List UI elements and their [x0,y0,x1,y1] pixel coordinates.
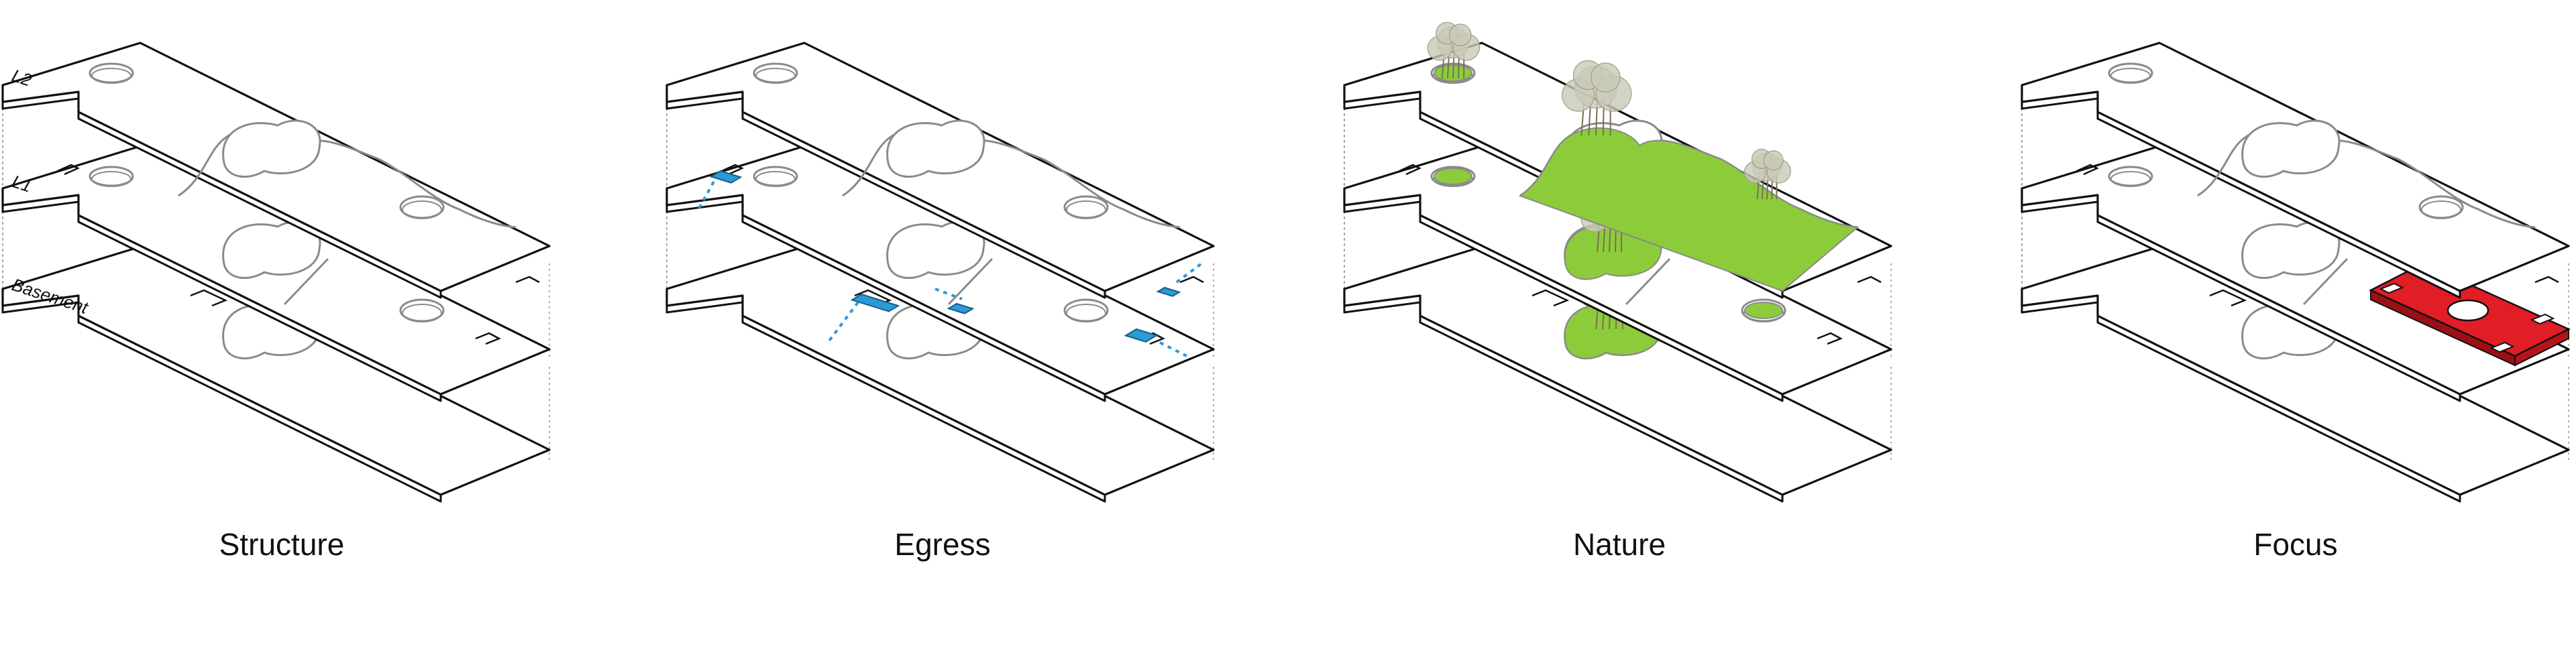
floor-opening-rim [2110,68,2151,84]
partition-line [1625,257,1671,306]
l1-slab [665,145,1215,402]
core-notch [721,164,744,176]
egress-exit-marker [1156,286,1181,297]
roof-tree [1427,21,1481,79]
egress-exit-marker [709,170,743,184]
caption-focus: Focus [2253,527,2338,562]
floor-opening-rim [755,171,796,187]
courtyard-opening [222,119,321,178]
core-notch [1857,276,1882,284]
stair-opening [89,62,134,84]
partition-line [283,257,329,306]
l1-slab [2021,145,2570,402]
stair-opening [89,166,134,187]
core-notch [1532,289,1570,307]
caption-structure: Structure [219,527,345,562]
focus-core-notch [2379,282,2404,294]
egress-path-line [696,181,715,213]
l2-slab [2021,42,2570,299]
floor-opening-rim [755,68,796,84]
roof-garden [1518,127,1860,292]
stair-opening [2108,62,2153,84]
floor-opening-rim [1066,304,1106,322]
l1-stair-planting [1434,168,1472,185]
stair-opening [753,62,798,84]
focus-core-notch [2489,341,2515,353]
stair-opening [753,166,798,187]
egress-exit-marker [850,293,900,312]
core-notch [57,164,80,176]
basement-slab [1,245,551,503]
floor-opening-rim [91,68,131,84]
core-notch [2076,164,2099,176]
l2-slab [665,42,1215,299]
core-notch [190,289,228,307]
l2-slab [1,42,551,299]
core-notch [1179,276,1204,284]
core-notch [2209,289,2247,307]
egress-diagram: Egress [664,0,1308,661]
courtyard-edge [2197,127,2536,229]
tree-canopy [1449,23,1472,47]
roof-tree-cluster [1562,60,1632,136]
caption-egress: Egress [894,527,991,562]
tree-canopy [1763,150,1784,171]
courtyard-opening [222,221,321,280]
core-notch [2534,276,2559,284]
core-notch [475,332,501,345]
tree-canopy [1591,62,1621,93]
egress-stack [665,42,1215,503]
caption-nature: Nature [1572,527,1666,562]
focus-stack [2021,42,2571,503]
floor-opening-rim [91,171,131,187]
floor-opening-rim [1066,200,1106,219]
core-notch [1817,332,1843,345]
courtyard-opening [886,119,985,178]
courtyard-opening [2241,119,2341,178]
focus-core-notch [2530,313,2555,325]
partition-line [947,257,994,306]
core-notch [1399,164,1421,176]
focus-stair-opening [2447,299,2489,322]
nature-stack [1343,21,1892,503]
courtyard-edge [178,127,517,229]
floor-opening-rim [402,200,442,219]
focus-diagram: Focus [2019,0,2576,661]
l1-stair-planting [1744,302,1783,319]
roof-tree [1743,149,1791,200]
floor-opening-rim [402,304,442,322]
courtyard-edge [842,127,1181,229]
stair-opening [2108,166,2153,187]
core-notch [515,276,540,284]
egress-exit-marker [1124,328,1159,343]
egress-exit-marker [947,302,975,314]
floor-opening-rim [2110,171,2151,187]
floor-opening-rim [2421,200,2461,219]
l1-slab [1,145,551,402]
nature-diagram: Nature [1342,0,1986,661]
courtyard-opening [2241,221,2341,280]
egress-path-line [1175,261,1205,284]
courtyard-opening [886,221,985,280]
partition-line [2302,257,2349,306]
